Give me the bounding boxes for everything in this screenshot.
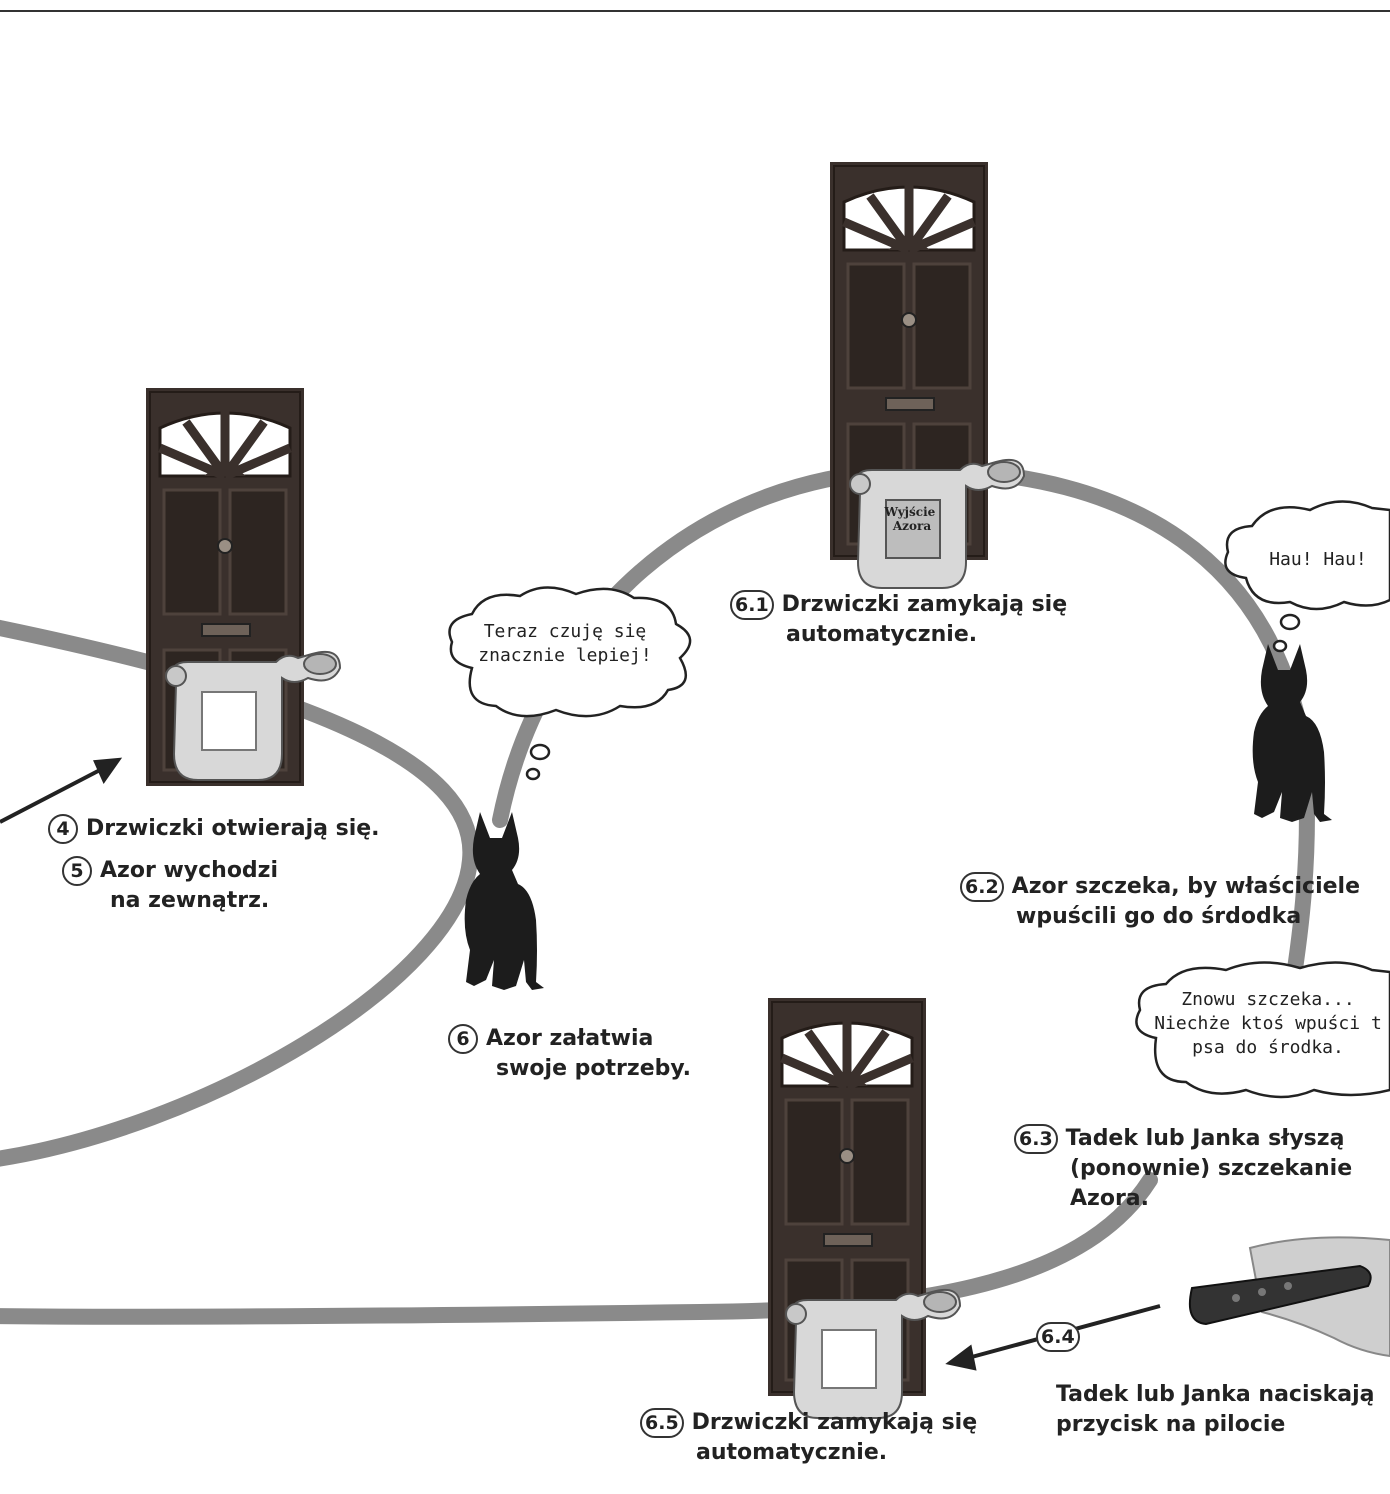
step-6-1-number: 6.1 xyxy=(730,590,774,620)
step-6-3-line3: Azora. xyxy=(1070,1186,1149,1211)
step-4-label: 4 Drzwiczki otwierają się. xyxy=(48,814,380,844)
step-6-line2: swoje potrzeby. xyxy=(496,1056,692,1081)
thought-3-line3: psa do środka. xyxy=(1192,1037,1344,1058)
step-4-text: Drzwiczki otwierają się. xyxy=(86,816,380,841)
thought-3-line2: Niechże ktoś wpuści t xyxy=(1154,1013,1382,1034)
step-5-line1: Azor wychodzi xyxy=(100,858,279,883)
flap-closed xyxy=(849,458,1025,589)
door-sign-line1: Wyjście xyxy=(884,505,936,519)
flap-closed-bottom xyxy=(785,1288,961,1419)
step-6-2-label: 6.2 Azor szczeka, by właściciele wpuścili… xyxy=(960,872,1360,932)
step-6-3-line2: (ponownie) szczekanie xyxy=(1070,1156,1353,1181)
step-6-5-line1: Drzwiczki zamykają się xyxy=(691,1410,978,1435)
door-sign-line2: Azora xyxy=(892,519,931,533)
thought-text-1: Teraz czuję się znacznie lepiej! xyxy=(470,620,660,668)
step-5-line2: na zewnątrz. xyxy=(110,888,270,913)
step-6-5-number: 6.5 xyxy=(640,1408,684,1438)
thought-1-line2: znacznie lepiej! xyxy=(478,645,652,666)
step-6-1-line2: automatycznie. xyxy=(786,622,978,647)
step-6-2-line2: wpuścili go do śrdodka xyxy=(1016,904,1302,929)
step-6-2-number: 6.2 xyxy=(960,872,1004,902)
step-6-5-label: 6.5 Drzwiczki zamykają się automatycznie. xyxy=(640,1408,977,1468)
thought-cloud-2 xyxy=(1224,500,1390,653)
thought-cloud-1 xyxy=(448,586,692,781)
thought-cloud-3 xyxy=(1135,961,1390,1099)
step-4-number: 4 xyxy=(48,814,78,844)
step-5-label: 5 Azor wychodzi na zewnątrz. xyxy=(62,856,278,916)
arrow-to-door4 xyxy=(0,757,123,824)
step-6-1-label: 6.1 Drzwiczki zamykają się automatycznie. xyxy=(730,590,1067,650)
thought-1-line1: Teraz czuję się xyxy=(483,621,647,642)
thought-2-line1: Hau! Hau! xyxy=(1269,549,1367,570)
dog-step6 xyxy=(464,812,544,990)
step-6-4-number-box: 6.4 xyxy=(1036,1322,1088,1352)
step-6-4-number: 6.4 xyxy=(1036,1322,1080,1352)
step-6-5-line2: automatycznie. xyxy=(696,1440,888,1465)
remote-hand-image xyxy=(1188,1236,1390,1358)
step-6-4-label: Tadek lub Janka naciskają przycisk na pi… xyxy=(1056,1380,1374,1440)
step-6-3-number: 6.3 xyxy=(1014,1124,1058,1154)
thought-3-line1: Znowu szczeka... xyxy=(1181,989,1355,1010)
step-6-4-line1: Tadek lub Janka naciskają xyxy=(1056,1382,1375,1407)
step-6-1-line1: Drzwiczki zamykają się xyxy=(781,592,1068,617)
dog-step62 xyxy=(1252,644,1332,822)
step-5-number: 5 xyxy=(62,856,92,886)
flap-open xyxy=(165,650,341,781)
step-6-3-line1: Tadek lub Janka słyszą xyxy=(1065,1126,1345,1151)
step-6-3-label: 6.3 Tadek lub Janka słyszą (ponownie) szc… xyxy=(1014,1124,1352,1214)
thought-text-3: Znowu szczeka... Niechże ktoś wpuści t p… xyxy=(1146,988,1390,1060)
thought-text-2: Hau! Hau! xyxy=(1258,548,1378,572)
step-6-4-line2: przycisk na pilocie xyxy=(1056,1412,1286,1437)
step-6-label: 6 Azor załatwia swoje potrzeby. xyxy=(448,1024,691,1084)
step-6-number: 6 xyxy=(448,1024,478,1054)
step-6-line1: Azor załatwia xyxy=(486,1026,654,1051)
step-6-2-line1: Azor szczeka, by właściciele xyxy=(1011,874,1361,899)
door-sign-text: Wyjście Azora xyxy=(884,505,940,533)
top-rule xyxy=(0,10,1390,12)
